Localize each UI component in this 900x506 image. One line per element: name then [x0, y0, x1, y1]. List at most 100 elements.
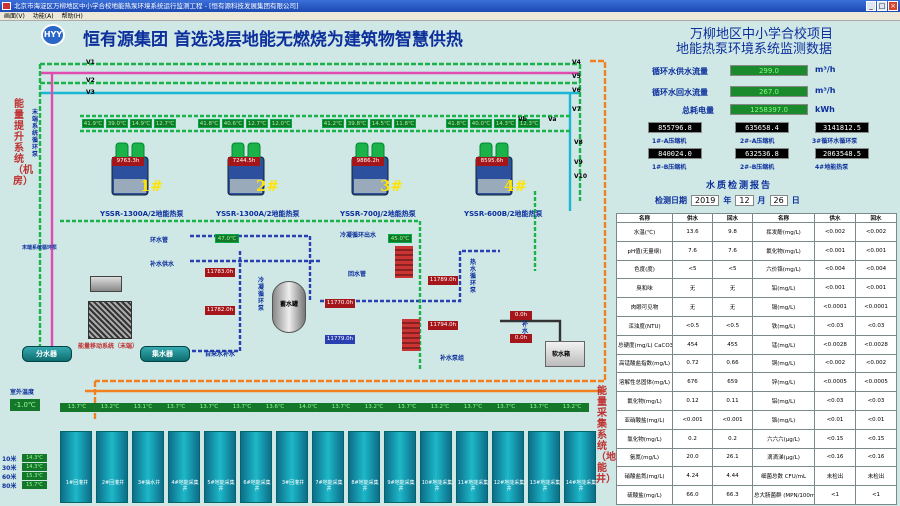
report-item-name: 总大肠菌群 (MPN/100mL): [752, 485, 815, 505]
heat-pump-number: 1#: [140, 177, 164, 195]
heat-pump-temp: 41.8℃: [446, 119, 468, 128]
report-item-value: <0.01: [855, 409, 897, 430]
well[interactable]: 8#地能采集井: [348, 431, 380, 503]
minimize-button[interactable]: _: [866, 1, 876, 11]
report-item-value: <0.03: [855, 391, 897, 411]
well[interactable]: 5#地能采集井: [204, 431, 236, 503]
outdoor-temp-value: -1.0℃: [10, 399, 40, 411]
date-year[interactable]: 2019: [691, 195, 720, 206]
valve-vb[interactable]: Vb: [518, 116, 527, 123]
valve-v4[interactable]: V4: [572, 59, 581, 66]
well[interactable]: 6#地能采集井: [240, 431, 272, 503]
meter-3: 3141812.5: [815, 122, 869, 133]
valve-v6[interactable]: V6: [572, 87, 581, 94]
heat-pump-runtime: 7244.5h: [228, 157, 260, 166]
date-month[interactable]: 12: [735, 195, 754, 206]
report-item-name: 硫酸盐(mg/L): [616, 485, 673, 505]
heat-pump-temp: 41.2℃: [322, 119, 344, 128]
heat-pump-temp: 14.3℃: [494, 119, 516, 128]
storage-tank-label: 蓄水罐: [280, 301, 299, 308]
well[interactable]: 4#地能采集井: [168, 431, 200, 503]
report-item-value: 13.6: [672, 222, 713, 242]
valve-v2[interactable]: V2: [86, 77, 95, 84]
report-item-value: <0.0028: [814, 334, 856, 355]
close-button[interactable]: ×: [888, 1, 898, 11]
report-item-value: <0.001: [814, 240, 856, 261]
report-item-name: 水温(℃): [616, 222, 673, 242]
well[interactable]: 9#地能采集井: [384, 431, 416, 503]
heat-pump-temp: 14.5℃: [370, 119, 392, 128]
valve-v10[interactable]: V10: [574, 173, 587, 180]
well[interactable]: 13#地能采集井: [528, 431, 560, 503]
report-header-5: 回水: [855, 213, 897, 223]
heat-pump-temp: 39.0℃: [106, 119, 128, 128]
valve-va[interactable]: Va: [548, 116, 557, 123]
valve-v8[interactable]: V8: [574, 139, 583, 146]
pipe-black: [500, 319, 562, 341]
menu-view[interactable]: 画面(V): [4, 13, 25, 20]
report-item-name: 溶解性总固体(mg/L): [616, 372, 673, 393]
report-item-name: 硝酸盐氮(mg/L): [616, 466, 673, 487]
well-temp: 13.7℃: [159, 403, 193, 412]
heat-pump-temp: 12.3℃: [518, 119, 540, 128]
depth-temp: 14.3℃: [22, 454, 47, 462]
well[interactable]: 12#地能采集井: [492, 431, 524, 503]
report-item-value: 676: [672, 372, 713, 393]
well[interactable]: 1#回灌井: [60, 431, 92, 503]
well-label: 13#地能采集井: [529, 480, 561, 492]
valve-v1[interactable]: V1: [86, 59, 95, 66]
well-label: 4#地能采集井: [171, 480, 199, 492]
menu-help[interactable]: 帮助(H): [61, 13, 83, 20]
recycle-pump-label: 冷凝循环泵: [258, 277, 265, 312]
app-icon: [2, 2, 11, 10]
well[interactable]: 14#地能采集井: [564, 431, 596, 503]
valve-v9[interactable]: V9: [574, 159, 583, 166]
window-titlebar[interactable]: 北京市海淀区万柳地区中小学合校地能热泵环境系统运行监测工程 - [恒有源科技发展…: [0, 0, 900, 12]
depth-temp: 15.3℃: [22, 472, 47, 480]
end-heating-coil: [88, 301, 132, 339]
meter-1a: 855796.8: [648, 122, 702, 133]
well-label: 2#回灌井: [101, 480, 125, 486]
well-temp: 13.7℃: [60, 403, 94, 412]
report-item-value: 未检出: [814, 466, 856, 487]
well[interactable]: 3#回灌井: [276, 431, 308, 503]
menu-function[interactable]: 功能(A): [32, 13, 54, 20]
well-temp: 13.7℃: [225, 403, 259, 412]
pump-group-label: 补水泵组: [440, 355, 465, 362]
report-item-name: 细菌总数 CFU/mL: [752, 466, 815, 487]
heat-exchanger-2: [402, 319, 420, 351]
report-item-value: 0.12: [672, 391, 713, 411]
heat-pump-number: 3#: [380, 177, 404, 195]
meter-2a-label: 2#-A压缩机: [740, 138, 775, 145]
well[interactable]: 10#地能采集井: [420, 431, 452, 503]
meter-1b: 840024.0: [648, 148, 702, 159]
heat-pump-temp: 41.9℃: [82, 119, 104, 128]
report-item-value: 无: [712, 297, 753, 317]
power-box-3: 11770.0h: [325, 299, 355, 308]
power-box-7: 0.0h: [510, 311, 532, 320]
report-item-value: 454: [672, 334, 713, 355]
well[interactable]: 7#地能采集井: [312, 431, 344, 503]
heat-pump-temp: 11.8℃: [394, 119, 416, 128]
valve-v7[interactable]: V7: [572, 106, 581, 113]
maximize-button[interactable]: □: [877, 1, 887, 11]
heat-pump-runtime: 8595.6h: [476, 157, 508, 166]
heat-pump-model: YSSR-600B/2地能热泵: [464, 210, 543, 218]
well[interactable]: 11#地能采集井: [456, 431, 488, 503]
date-day[interactable]: 26: [769, 195, 788, 206]
heat-pump-temp: 40.6℃: [222, 119, 244, 128]
valve-v3[interactable]: V3: [86, 89, 95, 96]
report-item-name: 六六六(μg/L): [752, 428, 815, 449]
well-label: 1#回灌井: [65, 480, 89, 486]
well[interactable]: 2#回灌井: [96, 431, 128, 503]
meter-1b-label: 1#-B压缩机: [652, 164, 687, 171]
project-subtitle: 地能热泵环境系统监测数据: [676, 42, 833, 57]
report-item-value: <0.03: [814, 315, 856, 336]
well[interactable]: 3#抽水井: [132, 431, 164, 503]
valve-v5[interactable]: V5: [572, 73, 581, 80]
